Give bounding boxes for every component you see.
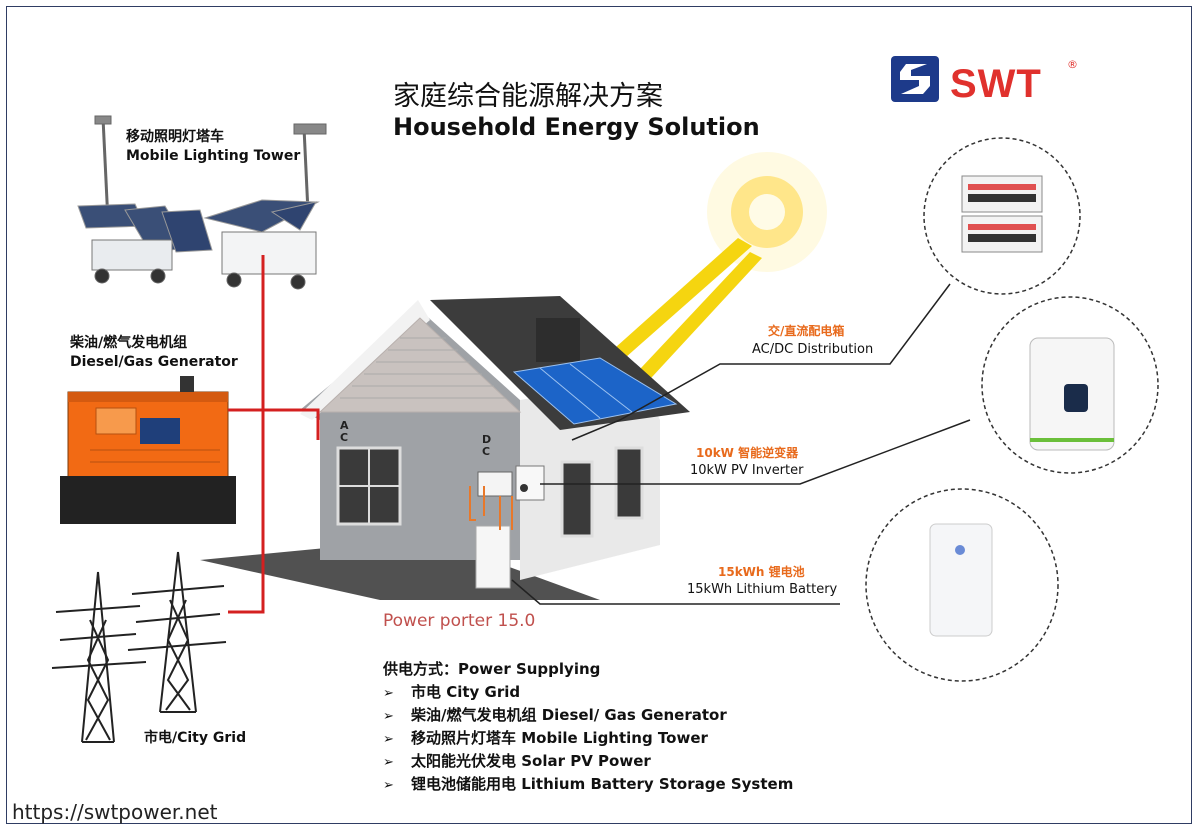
house-icon xyxy=(300,296,690,589)
list-item: ➢柴油/燃气发电机组 Diesel/ Gas Generator xyxy=(383,704,793,727)
city-grid-label: 市电/City Grid xyxy=(144,730,247,746)
diesel-generator-icon xyxy=(60,376,236,524)
website-url: https://swtpower.net xyxy=(12,800,218,824)
lighting-tower-label-en: Mobile Lighting Tower xyxy=(126,148,301,164)
power-line-red xyxy=(228,255,320,614)
list-item: ➢市电 City Grid xyxy=(383,681,793,704)
brand-name: SWT xyxy=(950,62,1042,106)
brand-registered-mark: ® xyxy=(1067,58,1078,71)
list-item: ➢太阳能光伏发电 Solar PV Power xyxy=(383,750,793,773)
swt-s-logo-icon xyxy=(891,56,939,102)
title-chinese: 家庭综合能源解决方案 xyxy=(393,81,663,112)
lighting-tower-label-zh: 移动照明灯塔车 xyxy=(126,129,224,145)
title-english: Household Energy Solution xyxy=(393,113,760,141)
ac-label: A C xyxy=(340,419,349,444)
distribution-callout-zh: 交/直流配电箱 xyxy=(768,324,845,338)
dc-label: D C xyxy=(482,433,492,458)
inverter-callout-zh: 10kW 智能逆变器 xyxy=(696,446,799,460)
distribution-box-icon xyxy=(923,137,1081,295)
lithium-battery-icon xyxy=(865,488,1059,682)
arrow-bullet-icon: ➢ xyxy=(383,778,394,793)
lighting-tower-icon xyxy=(77,115,327,290)
callout-lines xyxy=(511,283,971,605)
pv-inverter-icon xyxy=(981,296,1159,474)
frame-border xyxy=(6,6,1192,824)
generator-label-zh: 柴油/燃气发电机组 xyxy=(70,335,188,351)
list-item: ➢移动照片灯塔车 Mobile Lighting Tower xyxy=(383,727,793,750)
arrow-bullet-icon: ➢ xyxy=(383,755,394,770)
product-model-label: Power porter 15.0 xyxy=(383,611,536,631)
transmission-tower-icon xyxy=(51,551,227,743)
sun-icon xyxy=(588,152,827,390)
battery-callout-zh: 15kWh 锂电池 xyxy=(718,565,805,579)
power-supply-list: ➢市电 City Grid ➢柴油/燃气发电机组 Diesel/ Gas Gen… xyxy=(383,681,793,796)
list-item: ➢锂电池储能用电 Lithium Battery Storage System xyxy=(383,773,793,796)
generator-label-en: Diesel/Gas Generator xyxy=(70,354,238,370)
distribution-callout-en: AC/DC Distribution xyxy=(752,342,874,357)
battery-callout-en: 15kWh Lithium Battery xyxy=(687,582,838,597)
arrow-bullet-icon: ➢ xyxy=(383,686,394,701)
inverter-callout-en: 10kW PV Inverter xyxy=(690,463,804,478)
arrow-bullet-icon: ➢ xyxy=(383,732,394,747)
power-supply-title: 供电方式：Power Supplying xyxy=(383,660,601,678)
arrow-bullet-icon: ➢ xyxy=(383,709,394,724)
